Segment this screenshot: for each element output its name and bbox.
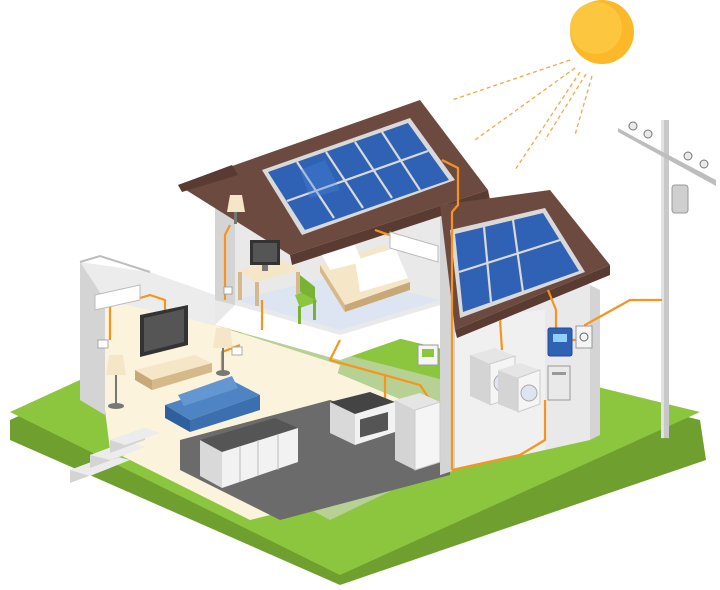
fridge-icon (395, 393, 440, 470)
sun-rays (452, 60, 592, 170)
battery-icon (548, 366, 570, 400)
sun-icon (570, 0, 634, 64)
utility-meter-icon (576, 326, 592, 348)
inverter-icon (548, 328, 572, 356)
control-panel-icon (418, 345, 438, 365)
